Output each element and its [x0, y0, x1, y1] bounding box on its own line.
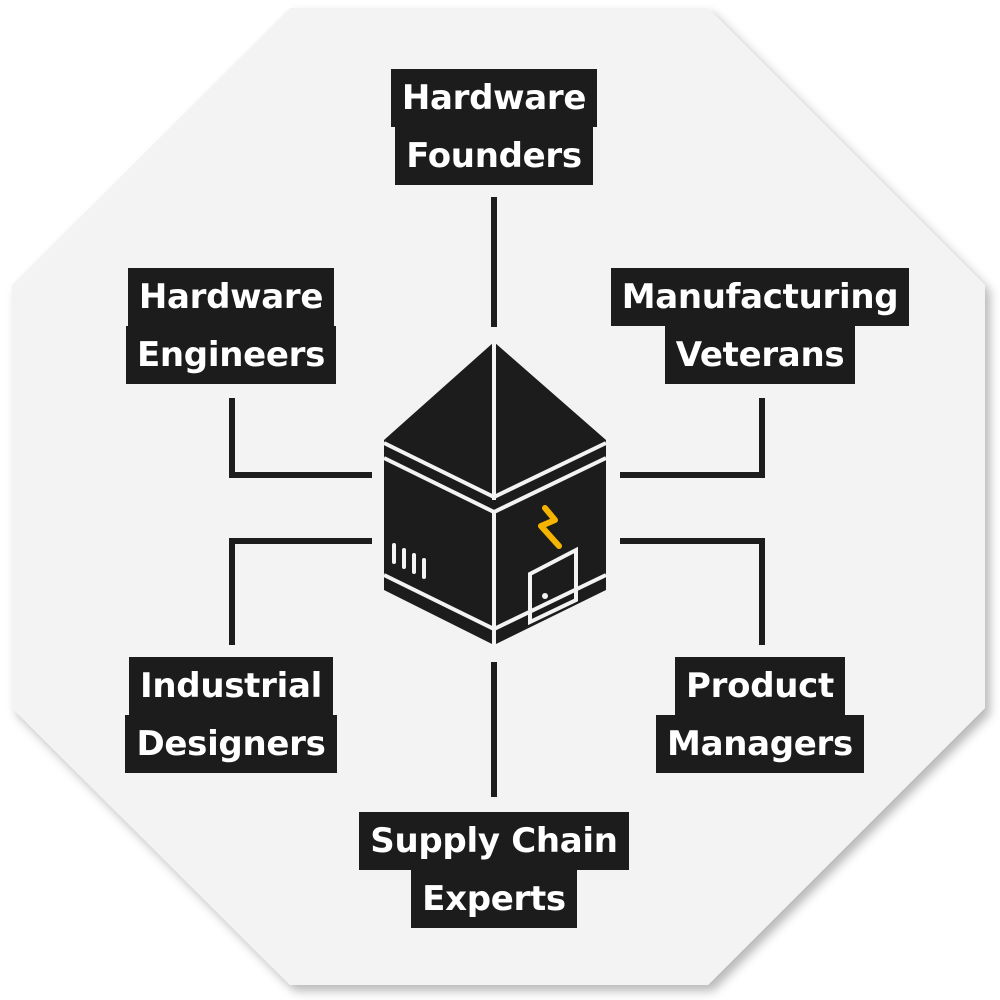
role-supply-chain-experts: Supply Chain Experts — [350, 812, 638, 928]
role-label-line: Supply Chain — [359, 812, 629, 870]
role-hardware-engineers: Hardware Engineers — [120, 268, 342, 384]
role-label-line: Hardware — [390, 69, 598, 127]
role-label-line: Experts — [411, 870, 577, 928]
connector-product-managers — [620, 538, 765, 645]
role-hardware-founders: Hardware Founders — [383, 69, 605, 185]
role-manufacturing-veterans: Manufacturing Veterans — [599, 268, 921, 384]
role-label-line: Product — [675, 657, 845, 715]
connector-manufacturing-veterans — [620, 398, 765, 478]
role-label-line: Industrial — [129, 657, 333, 715]
role-industrial-designers: Industrial Designers — [120, 657, 342, 773]
role-label-line: Designers — [125, 715, 337, 773]
role-label-line: Managers — [656, 715, 864, 773]
connector-hardware-engineers — [229, 398, 372, 478]
connector-industrial-designers — [229, 538, 372, 645]
role-product-managers: Product Managers — [649, 657, 871, 773]
role-label-line: Hardware — [127, 268, 335, 326]
role-label-line: Manufacturing — [610, 268, 910, 326]
factory-building-icon — [383, 342, 607, 645]
role-label-line: Veterans — [664, 326, 856, 384]
role-label-line: Founders — [395, 127, 593, 185]
role-label-line: Engineers — [125, 326, 337, 384]
